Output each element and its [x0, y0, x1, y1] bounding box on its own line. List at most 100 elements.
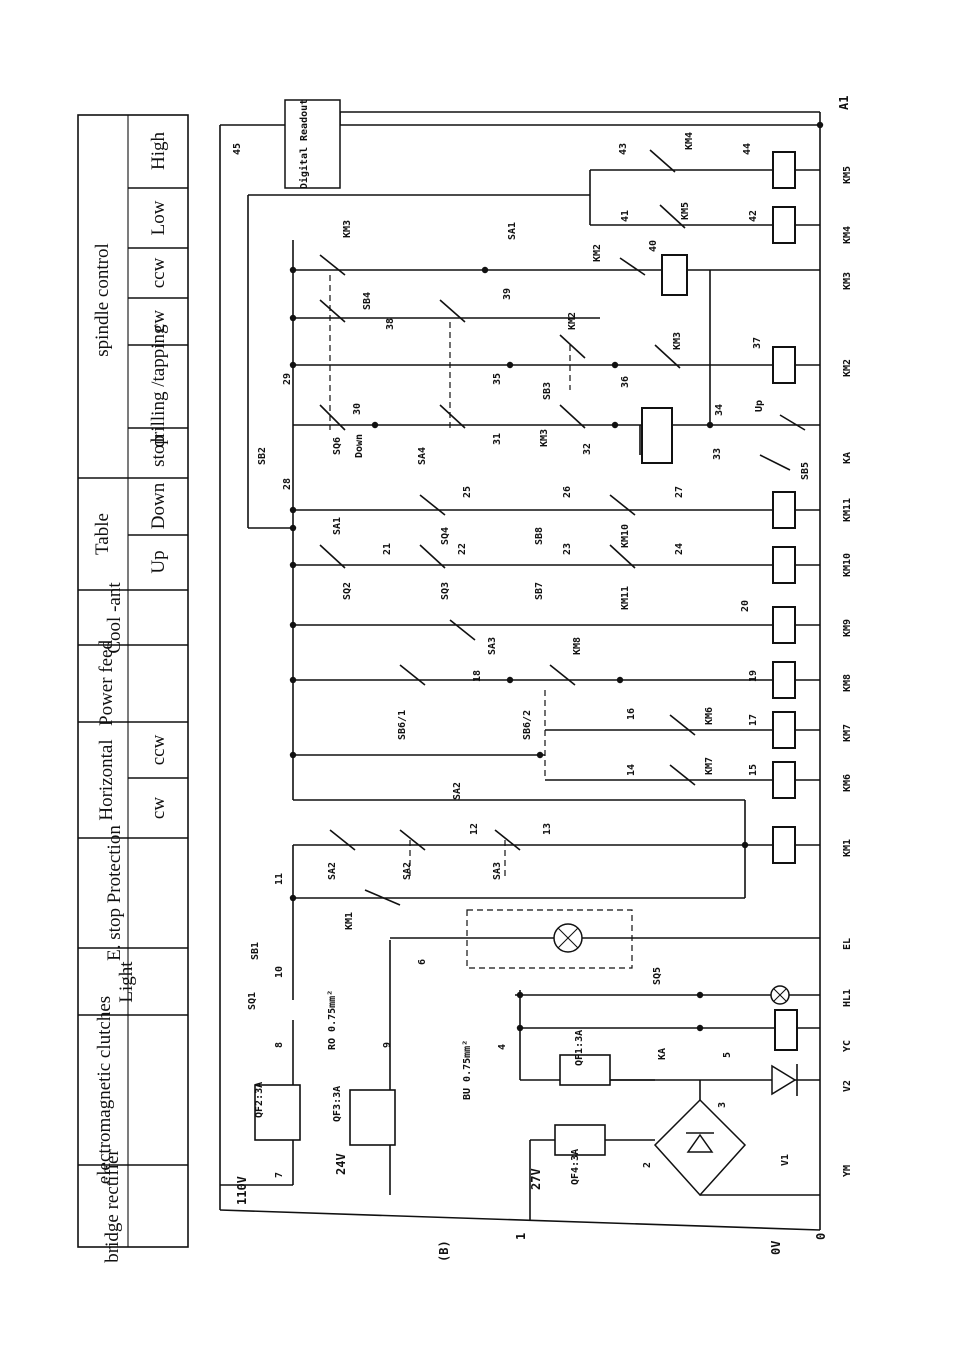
- rail-label-2: KM7: [842, 724, 853, 742]
- breaker-label-2: QF1:3A: [574, 1030, 585, 1066]
- wire-label-12: 19: [748, 670, 759, 682]
- contact-label-20: KM2: [567, 312, 578, 330]
- junction-dot: [696, 1024, 704, 1032]
- junction-dot: [741, 841, 749, 849]
- rail-label-10: KM4: [842, 226, 853, 244]
- wire-label-34: 41: [620, 210, 631, 222]
- wire-size-1: BU 0.75mm²: [462, 1040, 473, 1100]
- wire-label-13: 20: [740, 600, 751, 612]
- header-estop: E. stop Protection: [104, 825, 125, 961]
- contact-label-19: KM3: [342, 220, 353, 238]
- light-enclosure: [466, 909, 633, 969]
- rungs: [293, 269, 820, 1196]
- contact-label-24: KM10: [620, 524, 631, 548]
- wire-label-3: 10: [274, 966, 285, 978]
- junction-dot: [611, 361, 619, 369]
- header-coolant: Cool -ant: [104, 582, 125, 654]
- junction-dot: [289, 506, 297, 514]
- label-one: 1: [514, 1233, 528, 1240]
- contact-label-5: SB6/2: [522, 710, 533, 740]
- contact-label-34: SQ1: [247, 992, 258, 1010]
- rail-label-11: KM5: [842, 166, 853, 184]
- label-a1: A1: [837, 96, 851, 110]
- header-up: Up: [148, 550, 169, 573]
- contact-label-33: KM1: [344, 912, 355, 930]
- label-zero: 0: [814, 1233, 828, 1240]
- wire-label-17: 24: [674, 543, 685, 555]
- label-0v: 0V: [769, 1241, 783, 1255]
- contact-label-38: Up: [754, 400, 765, 412]
- junction-dot: [536, 751, 544, 759]
- junction-dot: [506, 361, 514, 369]
- power-rails: [219, 111, 821, 1230]
- wire-label-43: 4: [497, 1044, 508, 1050]
- wire-label-35: 42: [748, 210, 759, 222]
- label-24v: 24V: [334, 1153, 348, 1175]
- wire-label-36: 43: [618, 143, 629, 155]
- wire-label-2: 9: [382, 1042, 393, 1048]
- junction-dot: [289, 751, 297, 759]
- coil-km7: [772, 711, 796, 749]
- wire-label-32: 39: [502, 288, 513, 300]
- wire-label-20: 27: [674, 486, 685, 498]
- contact-label-35: SB1: [250, 942, 261, 960]
- coil-km3-aux: [661, 254, 688, 296]
- contact-label-1: SA2: [402, 862, 413, 880]
- wire-label-19: 26: [562, 486, 573, 498]
- breakers: [219, 845, 821, 1231]
- wire-label-40: 3: [717, 1102, 728, 1108]
- header-cw: cw: [148, 797, 169, 819]
- breaker-label-0: QF2:3A: [254, 1082, 265, 1118]
- wire-label-6: 13: [542, 823, 553, 835]
- label-v1: V1: [780, 1154, 791, 1166]
- junction-dot: [816, 121, 824, 129]
- breaker-label-1: QF3:3A: [332, 1086, 343, 1122]
- contact-label-8: SQ3: [440, 582, 451, 600]
- wire-label-4: 11: [274, 873, 285, 885]
- wire-label-9: 16: [626, 708, 637, 720]
- wire-label-16: 23: [562, 543, 573, 555]
- breaker-label-3: QF4:3A: [570, 1149, 581, 1185]
- header-clutches: electromagnetic clutches: [94, 996, 115, 1184]
- wire-label-18: 25: [462, 486, 473, 498]
- wire-label-8: 15: [748, 764, 759, 776]
- header-spindle-ccw: ccw: [148, 257, 169, 288]
- rail-label-13: HL1: [842, 989, 853, 1007]
- wire-label-25: 32: [582, 443, 593, 455]
- junction-dot: [481, 266, 489, 274]
- header-stop: stop: [148, 435, 169, 467]
- contact-label-11: SQ4: [440, 527, 451, 545]
- header-spindle: spindle control: [92, 243, 113, 356]
- rail-label-6: KM11: [842, 498, 853, 522]
- header-bridge-1: bridge rectifier: [102, 1149, 123, 1263]
- contact-strokes: [319, 149, 806, 906]
- contact-label-27: KM2: [592, 244, 603, 262]
- contact-label-12: SA1: [332, 517, 343, 535]
- wire-label-10: 17: [748, 714, 759, 726]
- header-high: High: [148, 132, 169, 171]
- contact-label-13: SB2: [257, 447, 268, 465]
- junction-dot: [289, 361, 297, 369]
- rail-label-12: EL: [842, 938, 853, 950]
- contact-label-36: KA: [657, 1048, 668, 1060]
- wire-label-22: 29: [282, 373, 293, 385]
- header-table: Table: [92, 513, 113, 555]
- junction-dot: [289, 676, 297, 684]
- wire-label-23: 30: [352, 403, 363, 415]
- wire-label-28: 35: [492, 373, 503, 385]
- coil-km8: [772, 661, 796, 699]
- junction-dot: [611, 421, 619, 429]
- contact-label-31: SB5: [800, 462, 811, 480]
- wire-label-24: 31: [492, 433, 503, 445]
- rail-label-3: KM8: [842, 674, 853, 692]
- junction-dot: [289, 524, 297, 532]
- wire-label-33: 40: [648, 240, 659, 252]
- coil-km5: [772, 151, 796, 189]
- junction-dot: [289, 314, 297, 322]
- contact-label-16: SA4: [417, 447, 428, 465]
- wire-label-21: 28: [282, 478, 293, 490]
- coil-ka: [641, 407, 673, 464]
- rail-label-8: KM2: [842, 359, 853, 377]
- header-down: Down: [148, 482, 169, 529]
